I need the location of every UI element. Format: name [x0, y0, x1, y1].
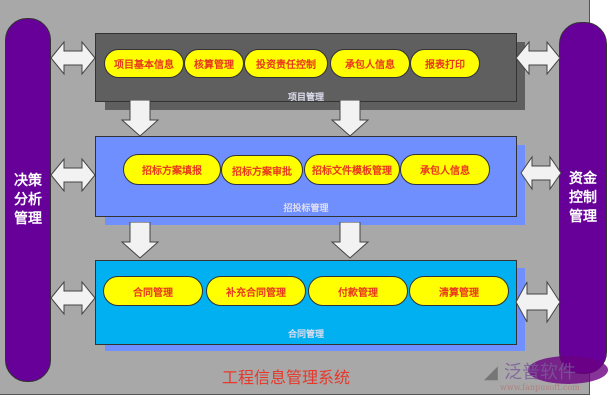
down-arrow-icon: [120, 100, 160, 137]
bidding-management-box: 招标方案填报 招标方案审批 招标文件模板管理 承包人信息 招投标管理: [95, 136, 517, 217]
double-arrow-icon: [50, 280, 96, 316]
section-label: 项目管理: [287, 93, 324, 103]
section-label: 合同管理: [287, 330, 324, 340]
right-pillar-label: 资金控制管理: [569, 170, 597, 225]
pill-item[interactable]: 招标方案审批: [221, 155, 303, 185]
section-label: 招投标管理: [283, 204, 329, 214]
double-arrow-icon: [515, 280, 561, 324]
pill-item[interactable]: 投资责任控制: [244, 49, 328, 78]
pill-item[interactable]: 承包人信息: [400, 154, 490, 185]
watermark-logo: ◢ 泛普软件 www.fanpusoft.com: [478, 352, 608, 392]
double-arrow-icon: [50, 157, 96, 193]
pill-item[interactable]: 招标文件模板管理: [304, 154, 400, 185]
svg-text:◢: ◢: [484, 362, 498, 383]
left-pillar: 决策分析管理: [5, 18, 51, 382]
pill-item[interactable]: 合同管理: [103, 276, 203, 306]
double-arrow-icon: [520, 155, 562, 191]
pill-item[interactable]: 项目基本信息: [104, 49, 184, 78]
diagram-title: 工程信息管理系统: [222, 368, 351, 387]
contract-management-box: 合同管理 补充合同管理 付款管理 清算管理 合同管理: [95, 260, 517, 345]
double-arrow-icon: [50, 40, 96, 76]
svg-text:泛普软件: 泛普软件: [504, 362, 576, 383]
svg-text:www.fanpusoft.com: www.fanpusoft.com: [500, 383, 580, 392]
pill-item[interactable]: 核算管理: [184, 49, 244, 78]
pill-item[interactable]: 承包人信息: [330, 49, 410, 78]
right-pillar: 资金控制管理: [559, 22, 607, 374]
pill-item[interactable]: 招标方案填报: [123, 154, 221, 185]
down-arrow-icon: [330, 100, 370, 137]
left-pillar-label: 决策分析管理: [14, 172, 42, 227]
project-management-box: 项目基本信息 核算管理 投资责任控制 承包人信息 报表打印 项目管理: [95, 33, 517, 103]
pill-item[interactable]: 补充合同管理: [206, 276, 306, 306]
double-arrow-icon: [515, 40, 561, 76]
pill-item[interactable]: 付款管理: [308, 276, 408, 306]
down-arrow-icon: [120, 222, 160, 259]
pill-item[interactable]: 报表打印: [410, 49, 480, 78]
down-arrow-icon: [330, 222, 370, 259]
pill-item[interactable]: 清算管理: [409, 276, 509, 306]
